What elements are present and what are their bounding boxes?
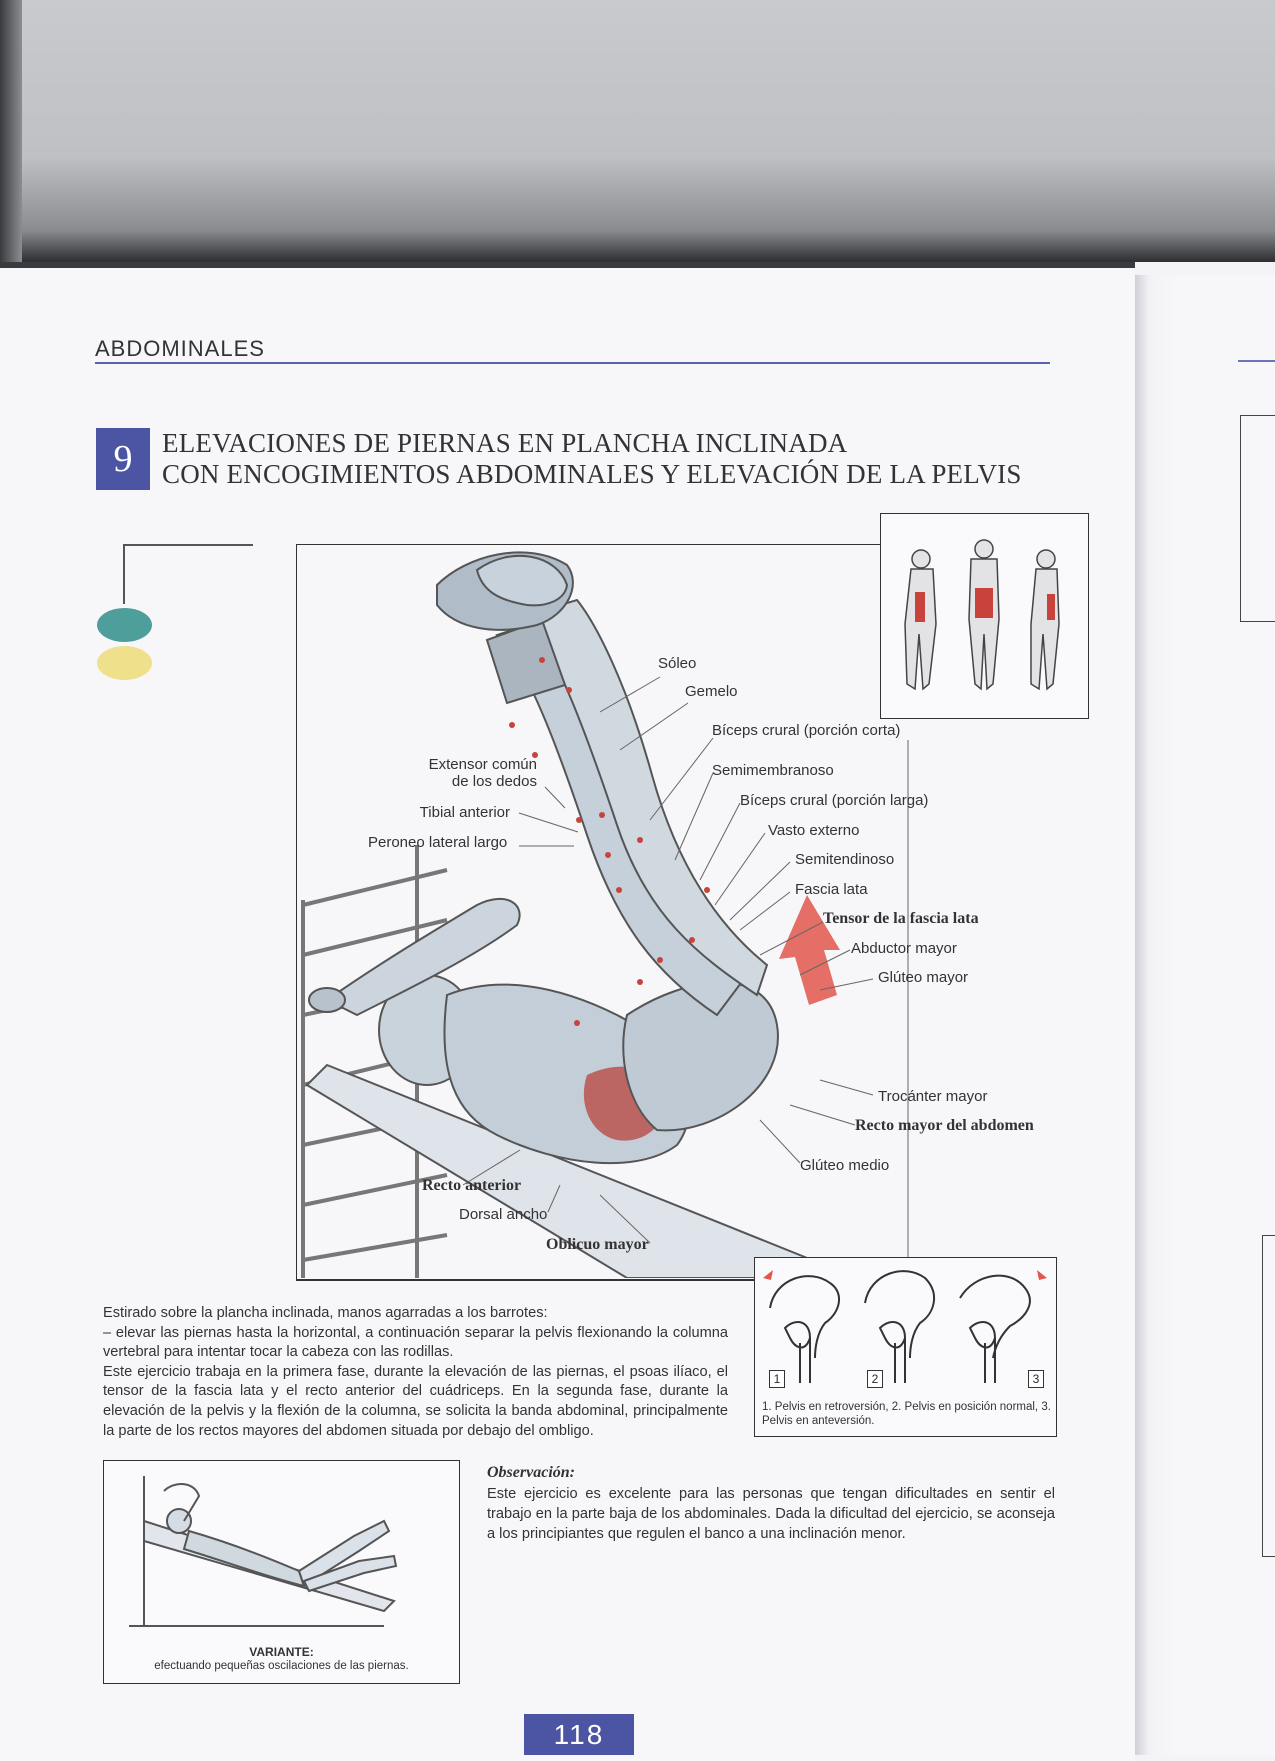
label-gluteo-mayor: Glúteo mayor bbox=[878, 969, 969, 986]
variant-subtitle: efectuando pequeñas oscilaciones de las … bbox=[154, 1660, 409, 1672]
label-extensor-1: Extensor común bbox=[428, 756, 537, 773]
label-vasto: Vasto externo bbox=[768, 822, 860, 839]
arm-icon bbox=[325, 898, 521, 1017]
label-recto-mayor: Recto mayor del abdomen bbox=[855, 1117, 1034, 1134]
label-extensor-2: de los dedos bbox=[451, 773, 537, 790]
description-paragraph-2: – elevar las piernas hasta la horizontal… bbox=[103, 1324, 728, 1361]
muscle-map-inset bbox=[880, 513, 1089, 719]
facing-page-rule bbox=[1238, 360, 1275, 362]
exercise-title: ELEVACIONES DE PIERNAS EN PLANCHA INCLIN… bbox=[162, 428, 1062, 490]
page-number: 118 bbox=[524, 1714, 634, 1755]
title-line-1: ELEVACIONES DE PIERNAS EN PLANCHA INCLIN… bbox=[162, 428, 848, 458]
pelvis-bones-icon bbox=[763, 1270, 1047, 1383]
main-illustration-frame bbox=[296, 544, 1057, 1280]
decorative-line-vertical bbox=[123, 544, 125, 604]
observation-text: Este ejercicio es excelente para las per… bbox=[487, 1486, 1055, 1542]
yellow-dot-icon bbox=[97, 646, 152, 680]
label-biceps-corta: Bíceps crural (porción corta) bbox=[712, 722, 901, 739]
scanner-background bbox=[0, 0, 1275, 262]
label-biceps-larga: Bíceps crural (porción larga) bbox=[740, 792, 929, 809]
label-tibial: Tibial anterior bbox=[419, 804, 510, 821]
label-dorsal: Dorsal ancho bbox=[459, 1206, 548, 1223]
label-tensor: Tensor de la fascia lata bbox=[823, 910, 979, 927]
label-soleo: Sóleo bbox=[658, 655, 697, 672]
hip-icon bbox=[622, 981, 779, 1132]
label-recto-anterior: Recto anterior bbox=[422, 1177, 522, 1194]
facing-page bbox=[1135, 275, 1275, 1755]
main-illustration-frame-bottom bbox=[296, 1279, 756, 1281]
pelvis-number-1: 1 bbox=[769, 1370, 785, 1388]
label-fascia: Fascia lata bbox=[795, 881, 868, 898]
decorative-line bbox=[123, 544, 253, 546]
muscle-figures-icon bbox=[904, 539, 1060, 691]
pelvis-positions-figure bbox=[754, 1257, 1057, 1437]
arrow-right-icon bbox=[1037, 1270, 1047, 1280]
exercise-description: Estirado sobre la plancha inclinada, man… bbox=[103, 1304, 728, 1441]
exercise-number-badge: 9 bbox=[96, 428, 150, 490]
hand-icon bbox=[308, 987, 346, 1013]
label-semitendinoso: Semitendinoso bbox=[795, 851, 895, 868]
description-paragraph-3: Este ejercicio trabaja en la primera fas… bbox=[103, 1363, 728, 1439]
label-gemelo: Gemelo bbox=[685, 683, 738, 700]
label-oblicuo: Oblicuo mayor bbox=[546, 1236, 649, 1253]
pelvis-number-3: 3 bbox=[1028, 1370, 1044, 1388]
title-line-2: CON ENCOGIMIENTOS ABDOMINALES Y ELEVACIÓ… bbox=[162, 459, 1022, 489]
variant-figure bbox=[103, 1460, 460, 1684]
label-trocanter: Trocánter mayor bbox=[878, 1088, 988, 1105]
scanner-edge bbox=[0, 0, 22, 280]
teal-dot-icon bbox=[97, 608, 152, 642]
description-paragraph-1: Estirado sobre la plancha inclinada, man… bbox=[103, 1305, 548, 1321]
pelvis-caption: 1. Pelvis en retroversión, 2. Pelvis en … bbox=[762, 1401, 1051, 1427]
facing-page-figure-frame-2 bbox=[1262, 1235, 1275, 1557]
anatomy-illustration bbox=[301, 551, 841, 1278]
variant-exercise-icon bbox=[129, 1476, 398, 1627]
label-peroneo: Peroneo lateral largo bbox=[368, 834, 508, 851]
variant-title: VARIANTE: bbox=[249, 1645, 314, 1659]
section-label: ABDOMINALES bbox=[95, 336, 265, 361]
label-abductor: Abductor mayor bbox=[851, 940, 957, 957]
arrow-left-icon bbox=[763, 1270, 773, 1280]
shoe-icon-2 bbox=[475, 554, 569, 607]
label-gluteo-medio: Glúteo medio bbox=[800, 1157, 890, 1174]
label-semimembranoso: Semimembranoso bbox=[712, 762, 834, 779]
facing-page-figure-frame bbox=[1240, 415, 1275, 622]
muscle-marker-dots bbox=[509, 657, 710, 1026]
section-rule bbox=[95, 362, 1050, 364]
observation-title: Observación: bbox=[487, 1464, 575, 1481]
pelvis-number-2: 2 bbox=[867, 1370, 883, 1388]
